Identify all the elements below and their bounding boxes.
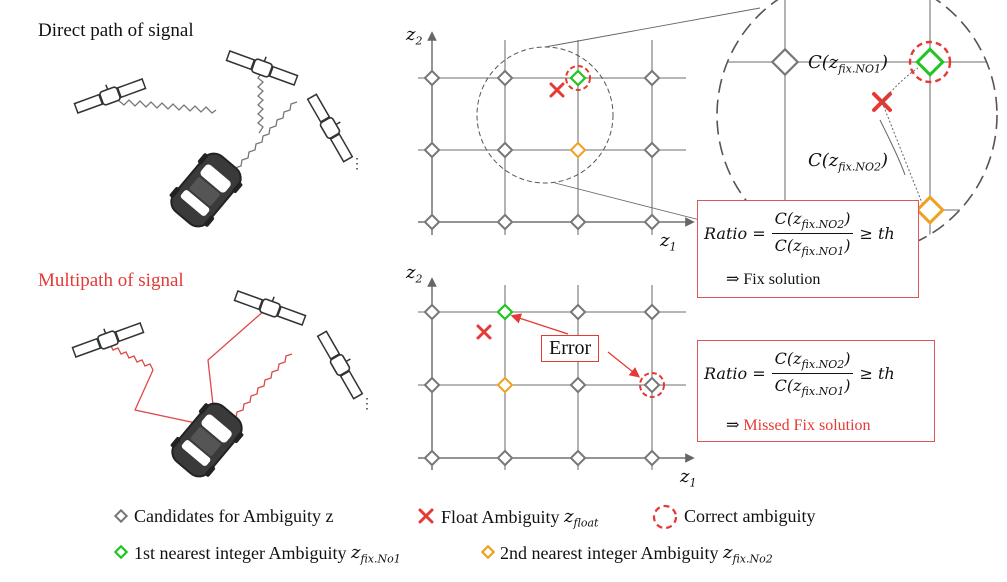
- error-label: Error: [541, 335, 600, 362]
- satellite-icon: [71, 71, 148, 116]
- svg-text:⋮: ⋮: [350, 157, 364, 172]
- missed-fix-ratio-formula: Ratio = C(zfix.NO2) C(zfix.NO1) ≥ th: [704, 349, 895, 399]
- satellite-icon: [315, 327, 370, 401]
- missed-fix-solution-result: ⇒ Missed Fix solution: [726, 417, 871, 434]
- second-nearest-candidate: [496, 376, 514, 394]
- satellite-icon: [69, 315, 146, 360]
- zoom-label-no2: C(zfix.NO2): [808, 150, 888, 174]
- second-nearest-candidate: [569, 141, 587, 159]
- fix-solution-result: ⇒ Fix solution: [726, 271, 821, 288]
- car-icon: [162, 145, 250, 235]
- top-grid-axes: [418, 31, 695, 235]
- multipath-signal-lines: [109, 309, 293, 426]
- multipath-title: Multipath of signal: [38, 270, 184, 291]
- car-icon: [163, 395, 251, 485]
- fix-ratio-box: Ratio = C(zfix.NO2) C(zfix.NO1) ≥ th ⇒ F…: [697, 200, 919, 298]
- top-z1-axis-label: z1: [660, 230, 677, 254]
- satellite-icon: [305, 90, 360, 164]
- legend-float: Float Ambiguity zfloat: [441, 506, 599, 530]
- first-nearest-candidate: [569, 69, 587, 87]
- float-ambiguity-marker: [476, 324, 492, 340]
- satellite-icon: [224, 43, 301, 88]
- legend-symbols: [113, 504, 678, 560]
- error-arrows: [510, 313, 641, 378]
- top-z2-axis-label: z2: [406, 24, 423, 48]
- bottom-z2-axis-label: z2: [406, 262, 423, 286]
- fix-ratio-formula: Ratio = C(zfix.NO2) C(zfix.NO1) ≥ th: [704, 209, 895, 259]
- multipath-illustration: ⋮: [69, 283, 374, 485]
- first-nearest-candidate: [496, 303, 514, 321]
- signal-lines: [117, 71, 298, 169]
- bottom-z1-axis-label: z1: [680, 466, 697, 490]
- direct-path-title: Direct path of signal: [38, 20, 194, 41]
- correct-ambiguity-marker: [565, 65, 591, 91]
- legend-candidates: Candidates for Ambiguity z: [134, 506, 334, 526]
- float-ambiguity-marker: [549, 82, 565, 98]
- svg-text:⋮: ⋮: [360, 397, 374, 412]
- zoom-source-circle: [476, 46, 614, 184]
- zoom-label-no1: C(zfix.NO1): [808, 52, 888, 76]
- correct-ambiguity-marker: [639, 372, 665, 398]
- direct-path-illustration: ⋮: [71, 43, 364, 235]
- legend-first-nearest: 1st nearest integer Ambiguity zfix.No1: [134, 542, 401, 566]
- satellite-icon: [232, 283, 309, 328]
- missed-fix-ratio-box: Ratio = C(zfix.NO2) C(zfix.NO1) ≥ th ⇒ M…: [697, 340, 935, 442]
- legend-correct: Correct ambiguity: [684, 506, 816, 526]
- legend-second-nearest: 2nd nearest integer Ambiguity zfix.No2: [500, 542, 773, 566]
